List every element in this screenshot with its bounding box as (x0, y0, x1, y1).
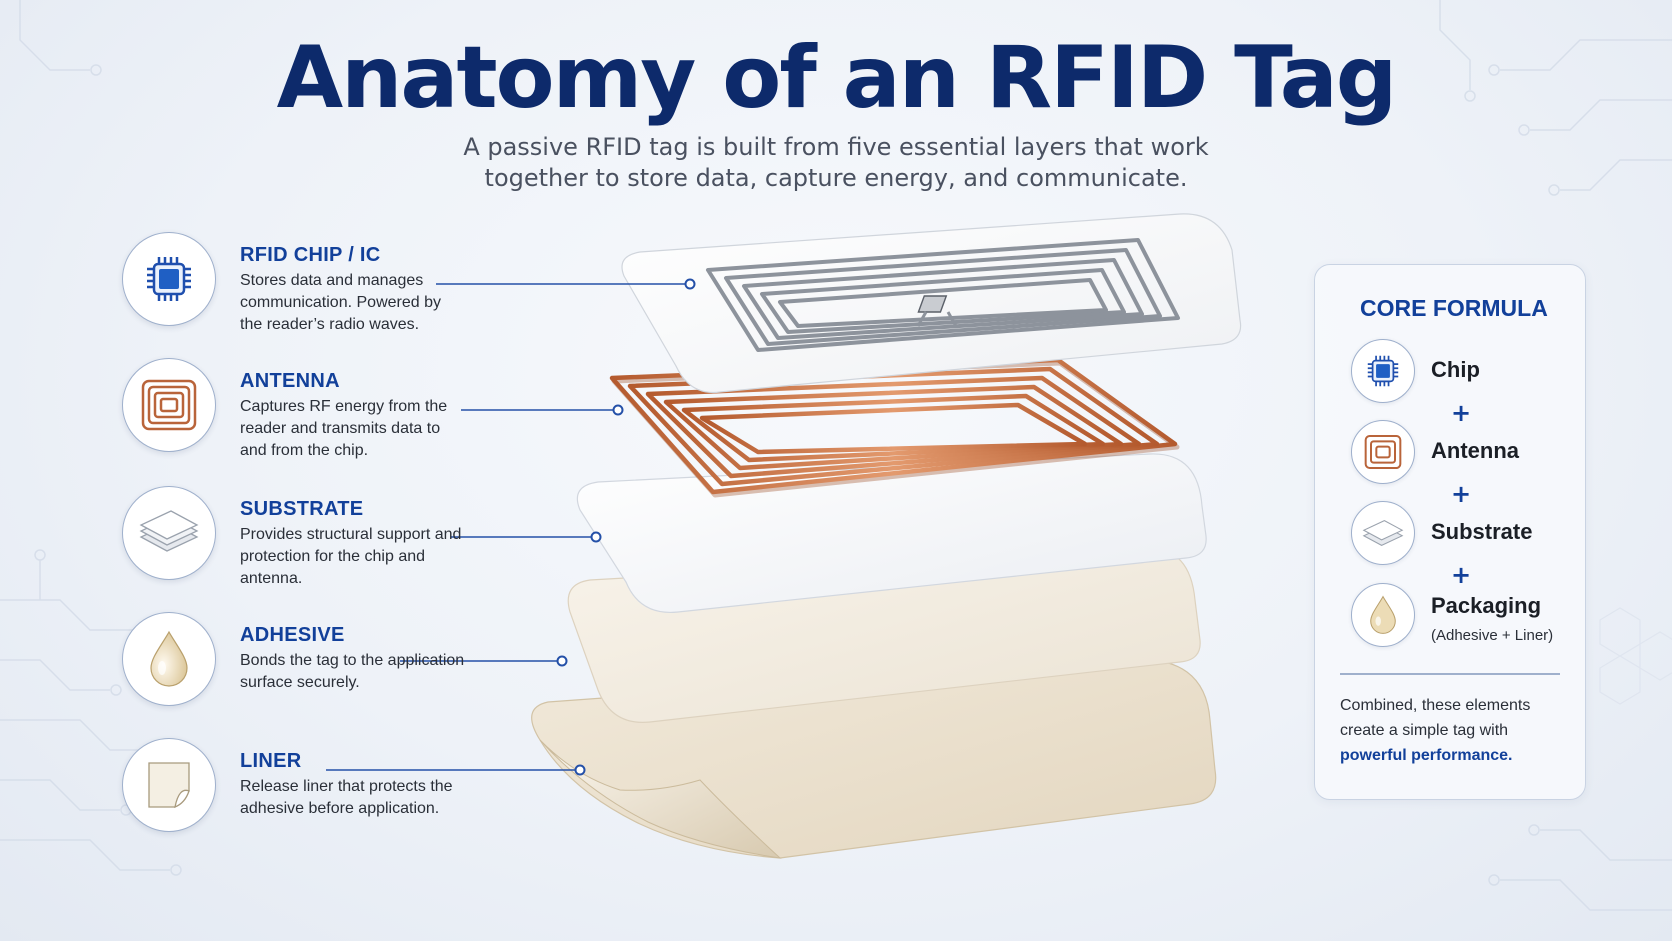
antenna-coil-icon (122, 358, 216, 452)
layer-desc-adhesive: Bonds the tag to the application surface… (240, 652, 465, 691)
core-formula-panel: CORE FORMULA Chip + Antenna + (1314, 264, 1586, 800)
layer-desc-substrate: Provides structural support and protecti… (240, 526, 462, 587)
page-subtitle: A passive RFID tag is built from five es… (0, 132, 1672, 194)
formula-item-chip: Chip (1351, 339, 1581, 405)
core-formula-title: CORE FORMULA (1360, 295, 1548, 321)
layer-title-chip: RFID CHIP / IC (240, 244, 381, 266)
layer-title-antenna: ANTENNA (240, 370, 340, 392)
rfid-chip-die (916, 295, 958, 327)
layer-item-substrate: SUBSTRATE Provides structural support an… (122, 486, 542, 587)
substrate-sheets-icon (122, 486, 216, 580)
layer-desc-antenna: Captures RF energy from the reader and t… (240, 398, 448, 459)
formula-item-antenna: Antenna (1351, 420, 1581, 486)
formula-label-antenna: Antenna (1431, 438, 1519, 463)
peeling-liner-icon (122, 738, 216, 832)
plus-sign: + (1450, 399, 1472, 427)
layer-item-adhesive: ADHESIVE Bonds the tag to the applicatio… (122, 612, 542, 712)
adhesive-drop-icon (122, 612, 216, 706)
chip-icon (1351, 339, 1415, 403)
subtitle-line-1: A passive RFID tag is built from five es… (463, 133, 1209, 161)
subtitle-line-2: together to store data, capture energy, … (484, 164, 1188, 192)
layer-title-substrate: SUBSTRATE (240, 498, 364, 520)
page-title: Anatomy of an RFID Tag (276, 28, 1398, 128)
plus-sign: + (1450, 480, 1472, 508)
chip-icon (122, 232, 216, 326)
summary-emphasis: powerful performance. (1340, 747, 1513, 764)
layer-title-adhesive: ADHESIVE (240, 624, 345, 646)
adhesive-drop-icon (1351, 583, 1415, 647)
antenna-coil-icon (1351, 420, 1415, 484)
summary-text: Combined, these elements create a simple… (1340, 697, 1531, 739)
layer-item-antenna: ANTENNA Captures RF energy from the read… (122, 358, 542, 459)
layer-item-chip: RFID CHIP / IC Stores data and manages c… (122, 232, 542, 333)
plus-sign: + (1450, 561, 1472, 589)
layer-desc-chip: Stores data and manages communication. P… (240, 272, 441, 333)
leader-lines (326, 278, 696, 776)
substrate-layer (576, 453, 1207, 614)
panel-divider (1340, 673, 1560, 675)
layer-desc-liner: Release liner that protects the adhesive… (240, 778, 453, 817)
formula-item-packaging: Packaging (Adhesive + Liner) (1351, 583, 1581, 649)
substrate-sheets-icon (1351, 501, 1415, 565)
formula-label-substrate: Substrate (1431, 519, 1533, 544)
chip-inlay-layer (621, 213, 1242, 394)
formula-label-packaging: Packaging (1431, 593, 1542, 618)
layer-title-liner: LINER (240, 750, 302, 772)
formula-label-chip: Chip (1431, 357, 1480, 382)
formula-summary: Combined, these elements create a simple… (1340, 693, 1570, 768)
layer-item-liner: LINER Release liner that protects the ad… (122, 738, 542, 838)
formula-sub-packaging: (Adhesive + Liner) (1431, 627, 1554, 644)
formula-item-substrate: Substrate (1351, 501, 1581, 567)
